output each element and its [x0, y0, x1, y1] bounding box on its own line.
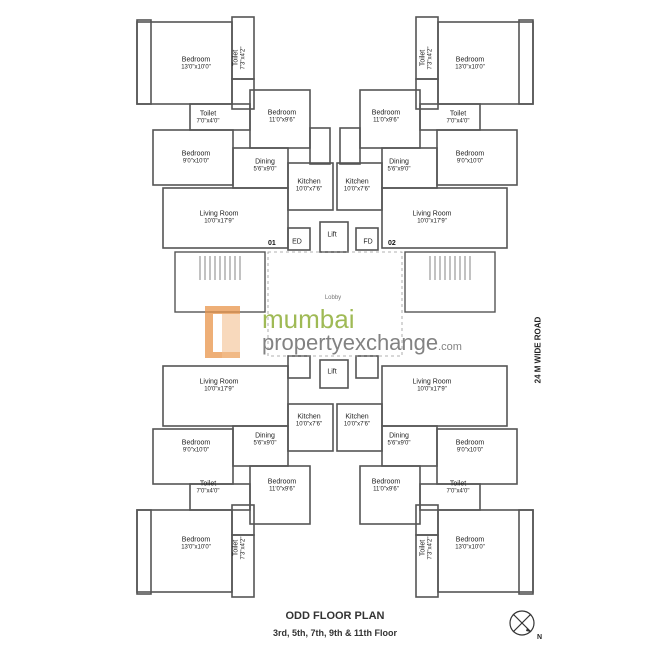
- wall-balcony: [518, 19, 534, 105]
- wall-living-room: [162, 365, 289, 427]
- wall-bedroom: [359, 465, 421, 525]
- wall-shaft: [415, 78, 439, 110]
- unit-number-left: 01: [268, 240, 276, 247]
- wall-core-duct: [287, 355, 311, 379]
- ed-label: ED: [292, 238, 302, 246]
- lobby-label: Lobby: [324, 295, 342, 301]
- plan-title: ODD FLOOR PLAN: [285, 610, 385, 622]
- wall-balcony: [136, 19, 152, 105]
- wall-passage: [339, 127, 361, 165]
- unit-number-right: 02: [388, 240, 396, 247]
- compass-icon: [509, 610, 535, 636]
- wall-shaft: [415, 504, 439, 536]
- wall-shaft: [231, 78, 255, 110]
- wall-fire-duct: [355, 227, 379, 251]
- wall-bedroom: [152, 428, 234, 485]
- wall-electrical-duct: [287, 227, 311, 251]
- wall-bedroom: [249, 465, 311, 525]
- wall-living-room: [381, 365, 508, 427]
- wall-lift-bottom: [319, 359, 349, 389]
- wall-bedroom: [436, 428, 518, 485]
- fd-label: FD: [363, 238, 373, 246]
- lift-label-top: Lift: [327, 231, 337, 239]
- road-label: 24 M WIDE ROAD: [533, 316, 543, 384]
- wall-balcony: [518, 509, 534, 595]
- plan-subtitle: 3rd, 5th, 7th, 9th & 11th Floor: [272, 628, 397, 638]
- watermark-line2-text: propertyexchange: [262, 330, 439, 355]
- wall-balcony: [136, 509, 152, 595]
- wall-lobby: [267, 251, 403, 357]
- watermark-line1: mumbai: [262, 304, 355, 334]
- compass-north-label: N: [537, 634, 543, 641]
- watermark-logo-mark: [205, 306, 240, 358]
- watermark-line2: propertyexchange.com: [262, 330, 462, 356]
- staircases: [174, 251, 496, 313]
- staircase-outline: [404, 251, 496, 313]
- wall-shaft: [231, 504, 255, 536]
- watermark-suffix: .com: [438, 341, 462, 353]
- watermark-logo: mumbai propertyexchange.com: [200, 300, 470, 370]
- lift-label-bottom: Lift: [327, 368, 337, 376]
- wall-kitchen: [336, 403, 383, 452]
- wall-passage: [309, 127, 331, 165]
- wall-kitchen: [287, 403, 334, 452]
- wall-living-room: [381, 187, 508, 249]
- wall-outlines: [136, 16, 534, 598]
- wall-living-room: [162, 187, 289, 249]
